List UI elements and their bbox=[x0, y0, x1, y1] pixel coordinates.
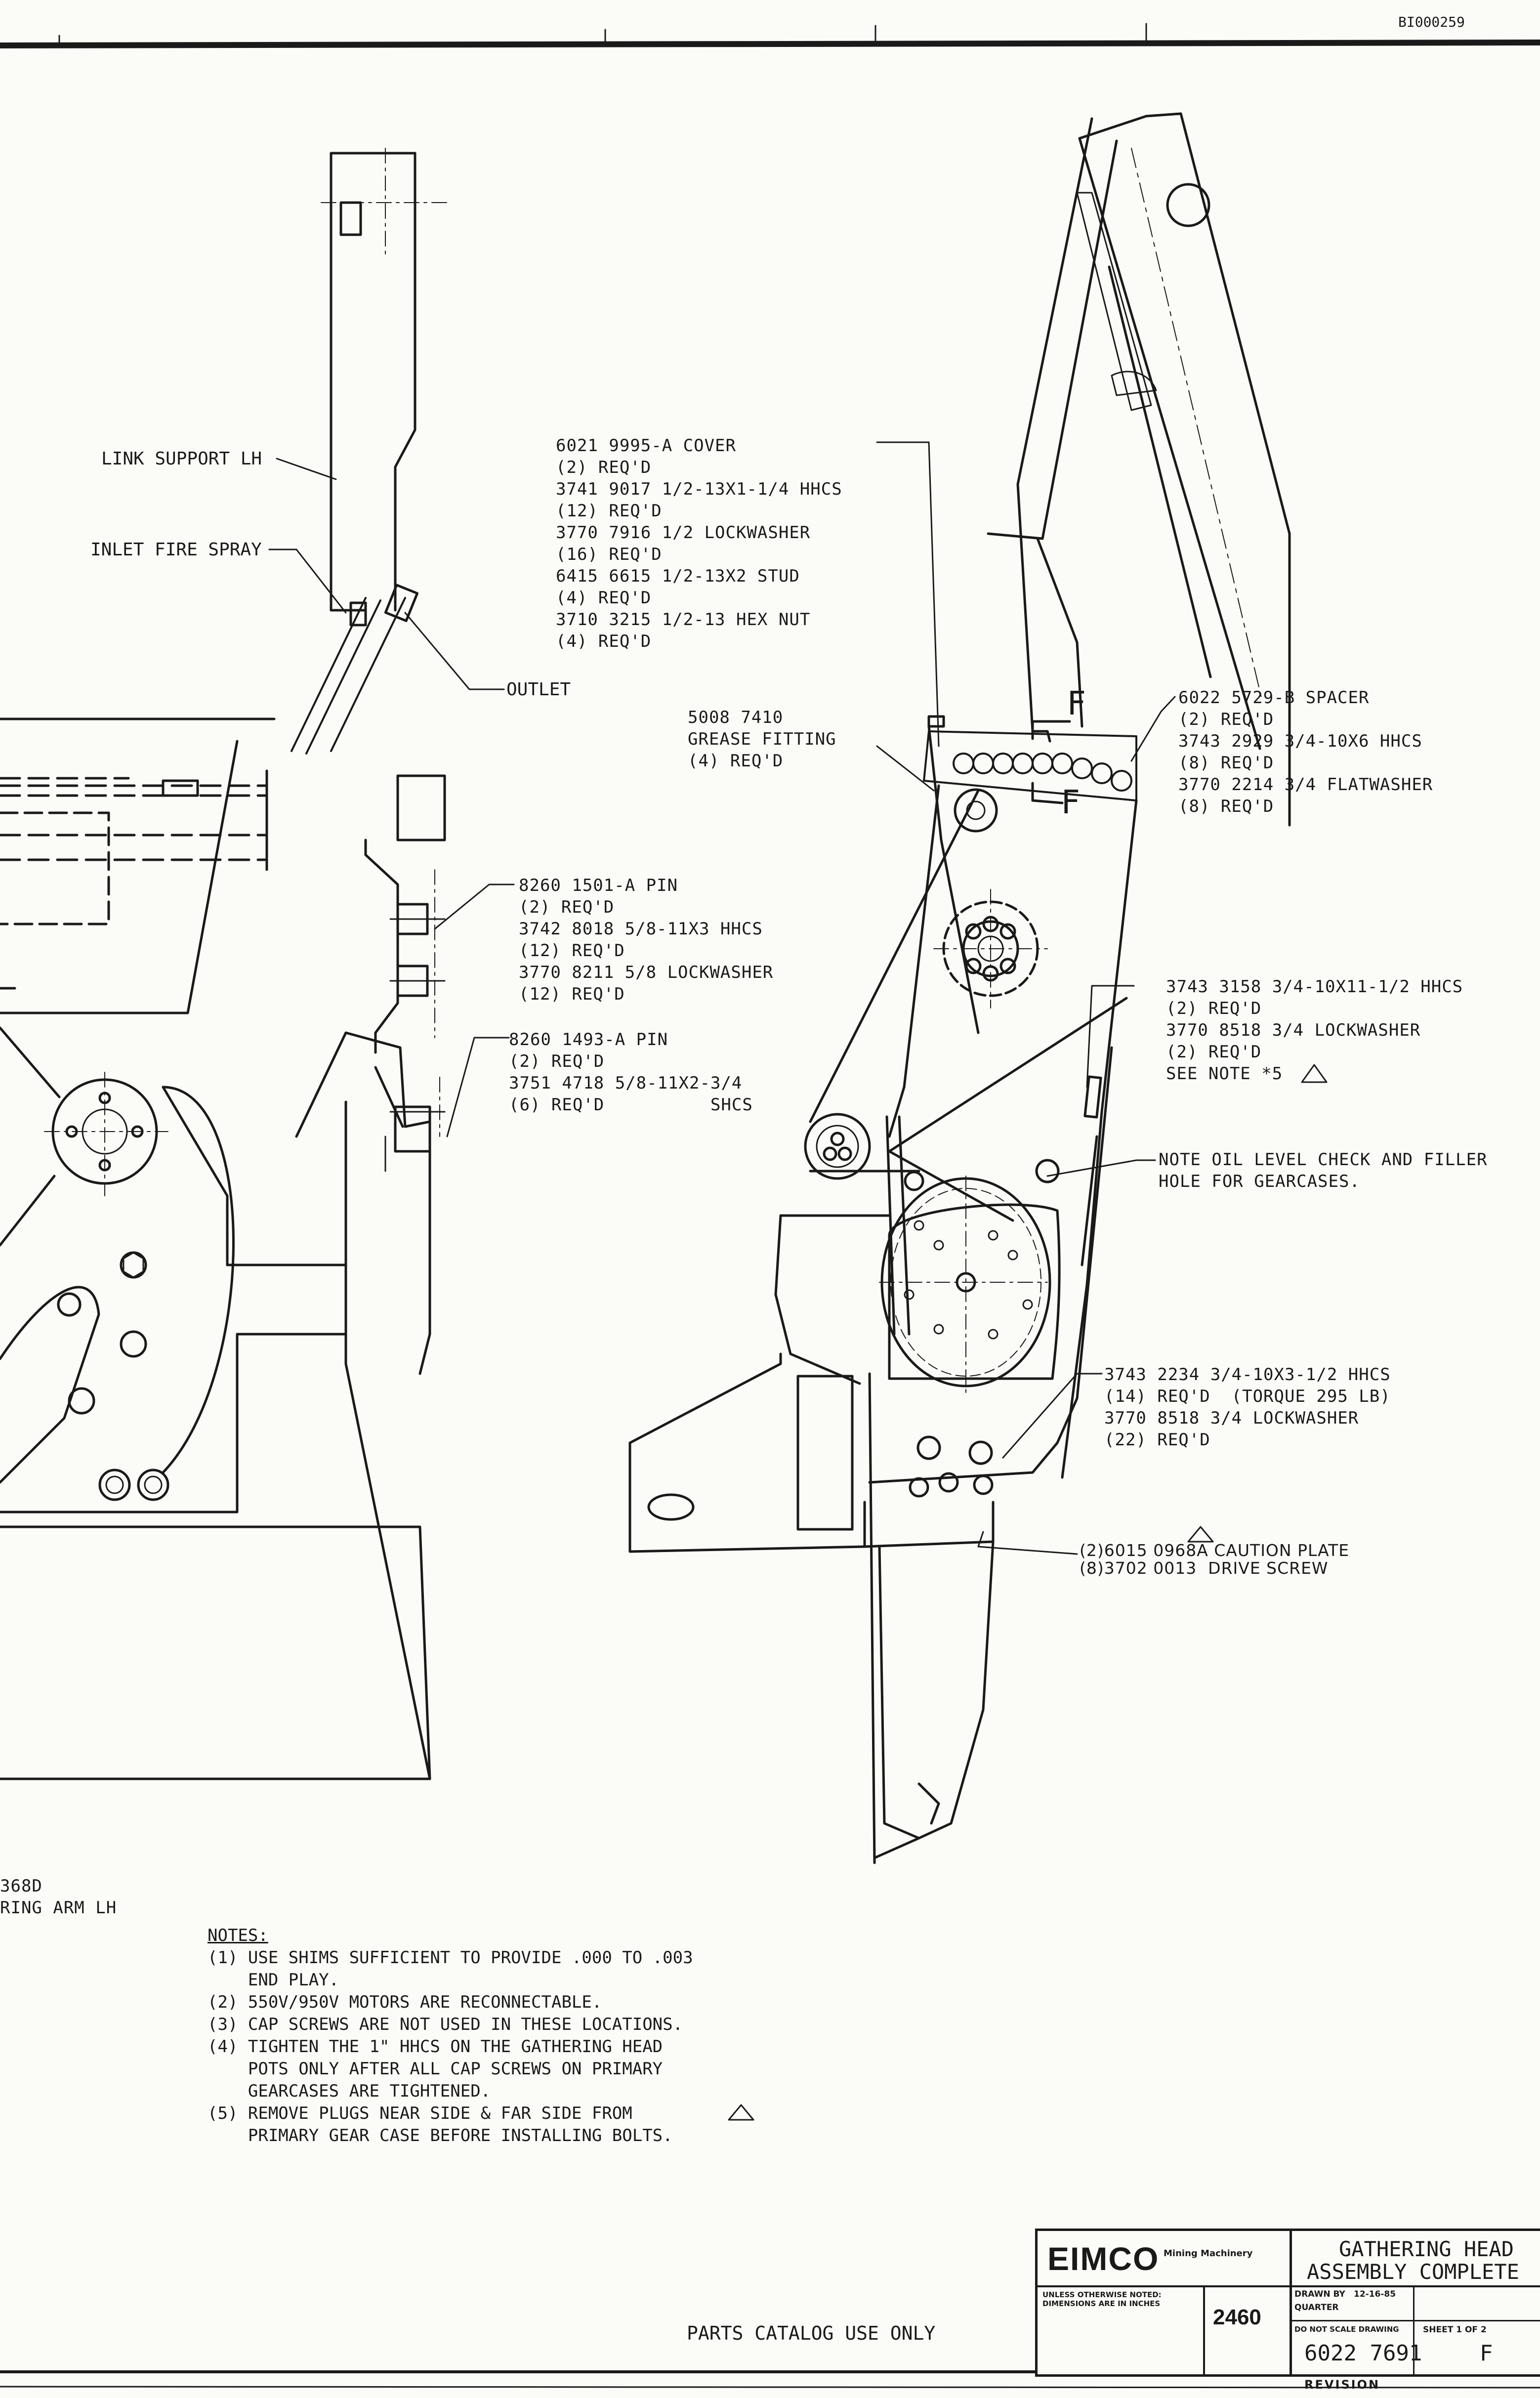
left-view bbox=[0, 148, 515, 1780]
sheet-number: SHEET 1 OF 2 bbox=[1423, 2325, 1487, 2335]
note-4: (4) TIGHTEN THE 1" HHCS ON THE GATHERING… bbox=[208, 2037, 663, 2101]
callout-grease-fitting: 5008 7410 GREASE FITTING (4) REQ'D bbox=[688, 708, 836, 771]
callout-hhcs-2234: 3743 2234 3/4-10X3-1/2 HHCS (14) REQ'D (… bbox=[1104, 1365, 1391, 1450]
callout-spacer: 6022 5729-B SPACER (2) REQ'D 3743 2929 3… bbox=[1178, 688, 1433, 816]
title-block: EIMCO Mining Machinery GATHERING HEAD AS… bbox=[1035, 2229, 1540, 2377]
right-view bbox=[628, 112, 1328, 2121]
drawn-by-label: DRAWN BY bbox=[1294, 2289, 1345, 2299]
callout-oil-level: NOTE OIL LEVEL CHECK AND FILLER HOLE FOR… bbox=[1159, 1150, 1488, 1191]
section-marker-top: F bbox=[1067, 684, 1086, 722]
label-link-support: LINK SUPPORT LH bbox=[101, 449, 262, 469]
no-scale-note: DO NOT SCALE DRAWING bbox=[1294, 2325, 1399, 2334]
note-5: (5) REMOVE PLUGS NEAR SIDE & FAR SIDE FR… bbox=[208, 2104, 673, 2146]
revision-label: REVISION bbox=[1304, 2378, 1380, 2392]
note-1: (1) USE SHIMS SUFFICIENT TO PROVIDE .000… bbox=[208, 1948, 693, 1990]
drawing-title-line1: GATHERING HEAD bbox=[1339, 2237, 1514, 2261]
callout-cover: 6021 9995-A COVER (2) REQ'D 3741 9017 1/… bbox=[556, 436, 842, 651]
tolerance-note: UNLESS OTHERWISE NOTED: DIMENSIONS ARE I… bbox=[1042, 2290, 1162, 2308]
drawing-scale: QUARTER bbox=[1294, 2303, 1339, 2313]
drawing-date: 12-16-85 bbox=[1354, 2289, 1396, 2299]
drawing-number: 6022 7691 bbox=[1304, 2341, 1422, 2366]
callout-pin-1493: 8260 1493-A PIN (2) REQ'D 3751 4718 5/8-… bbox=[509, 1030, 753, 1115]
label-outlet: OUTLET bbox=[506, 679, 571, 700]
notes-title: NOTES: bbox=[208, 1926, 268, 1945]
callout-left-ref: 368D RING ARM LH bbox=[0, 1876, 117, 1918]
note-3: (3) CAP SCREWS ARE NOT USED IN THESE LOC… bbox=[208, 2015, 683, 2034]
note-2: (2) 550V/950V MOTORS ARE RECONNECTABLE. bbox=[208, 1992, 602, 2012]
company-subtitle: Mining Machinery bbox=[1164, 2248, 1253, 2259]
callout-pin-1501: 8260 1501-A PIN (2) REQ'D 3742 8018 5/8-… bbox=[519, 876, 774, 1004]
label-inlet-fire-spray: INLET FIRE SPRAY bbox=[90, 540, 262, 560]
model-number: 2460 bbox=[1213, 2305, 1261, 2329]
drawing-title-line2: ASSEMBLY COMPLETE bbox=[1307, 2260, 1519, 2284]
revision-letter: F bbox=[1480, 2341, 1493, 2366]
company-logo: EIMCO bbox=[1047, 2240, 1160, 2277]
parts-catalog-label: PARTS CATALOG USE ONLY bbox=[687, 2322, 936, 2344]
section-marker-bottom: F bbox=[1061, 783, 1080, 821]
drawing-reference: BI000259 bbox=[1398, 14, 1465, 30]
notes-block: NOTES: (1) USE SHIMS SUFFICIENT TO PROVI… bbox=[208, 1925, 693, 2147]
callout-hhcs-3158: 3743 3158 3/4-10X11-1/2 HHCS (2) REQ'D 3… bbox=[1166, 977, 1463, 1084]
callout-caution-plate: (2)6015 0968A CAUTION PLATE (8)3702 0013… bbox=[1080, 1541, 1350, 1578]
